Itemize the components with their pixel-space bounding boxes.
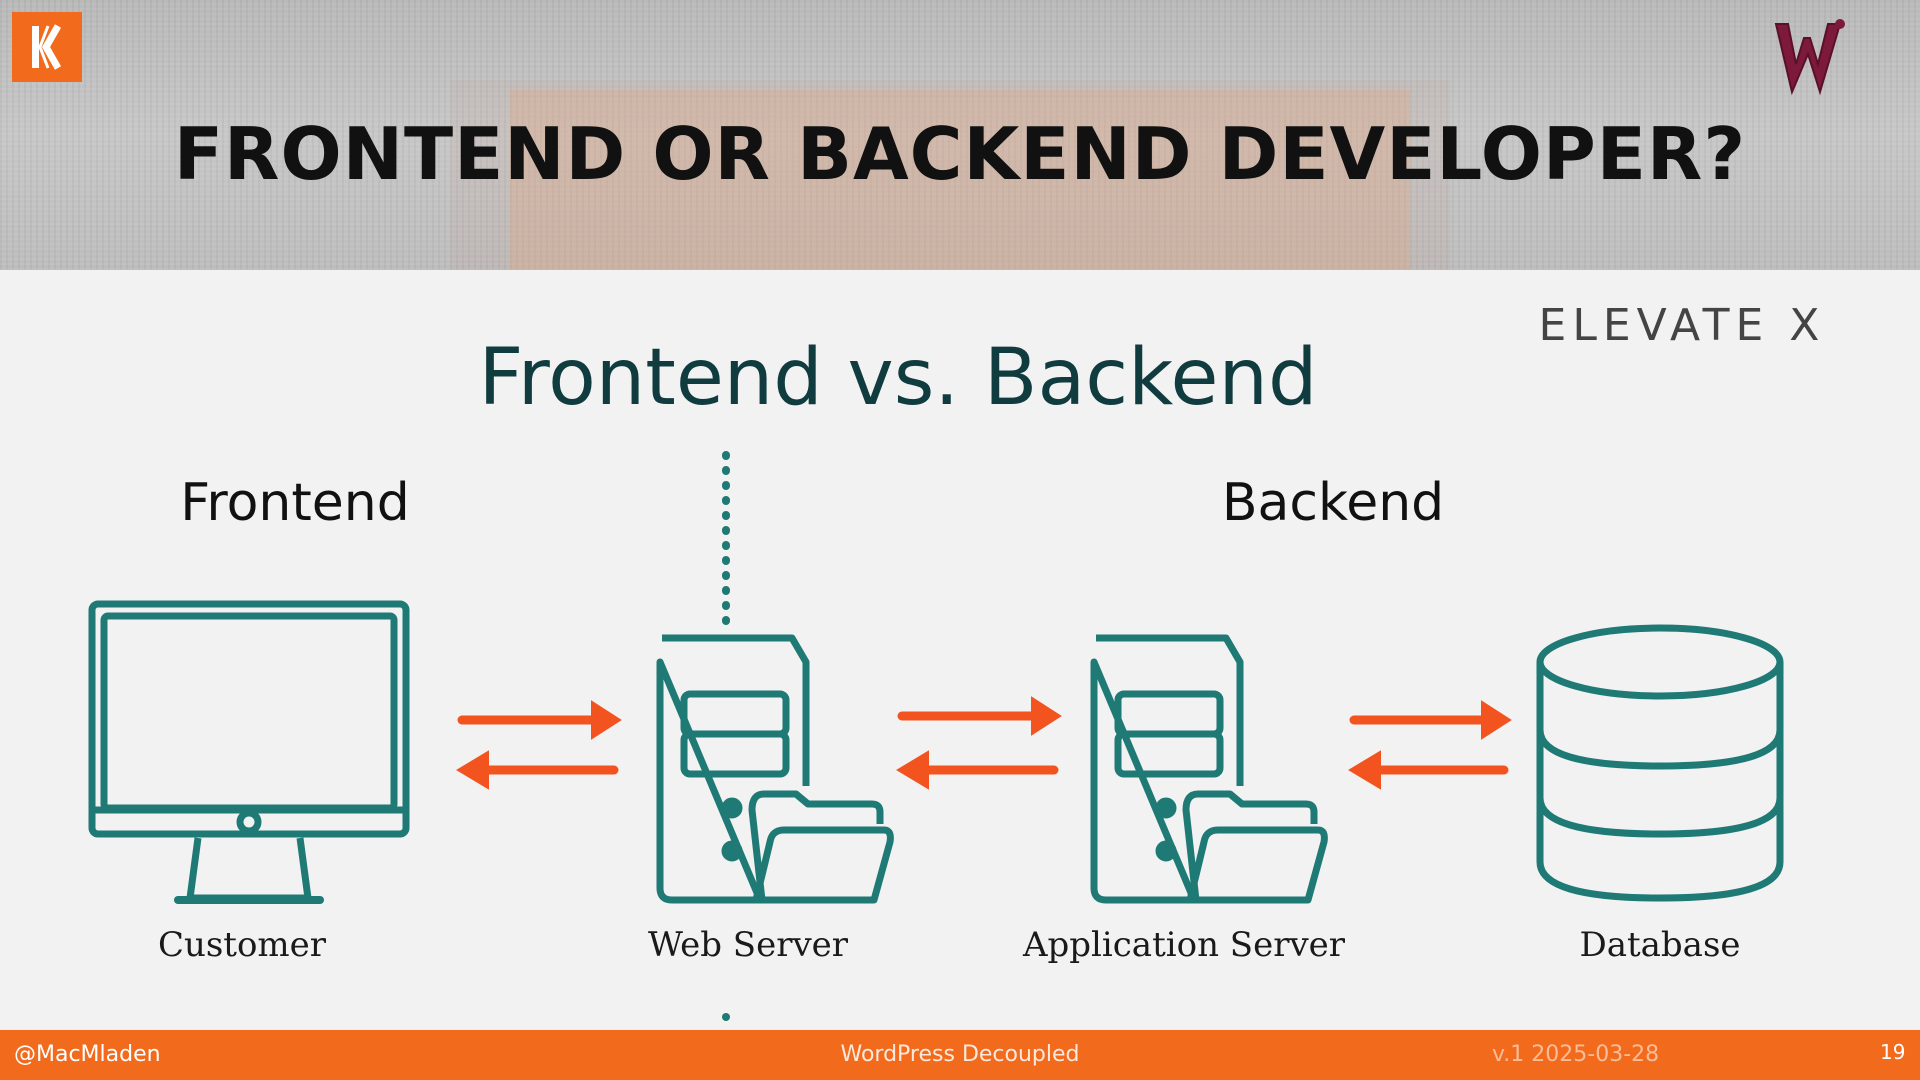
frontend-backend-diagram: Frontend vs. Backend ELEVATE X Frontend … — [88, 300, 1826, 1021]
slide-title: FRONTEND OR BACKEND DEVELOPER? — [173, 112, 1747, 196]
node-label-database: Database — [1579, 925, 1740, 965]
node-label-application-server: Application Server — [1022, 925, 1346, 965]
slide-header: FRONTEND OR BACKEND DEVELOPER? — [0, 0, 1920, 270]
web-server-icon — [656, 634, 894, 904]
database-icon — [1536, 624, 1784, 902]
header-background-glow — [450, 80, 1450, 270]
footer-presentation-title: WordPress Decoupled — [840, 1042, 1080, 1067]
arrows-webserver-appserver — [896, 696, 1062, 790]
page-number: 19 — [1880, 1040, 1906, 1064]
frontend-heading: Frontend — [180, 473, 409, 533]
diagram-image: Frontend vs. Backend ELEVATE X Frontend … — [0, 270, 1920, 1030]
w-logo-icon — [1770, 12, 1860, 102]
node-label-customer: Customer — [158, 925, 327, 965]
application-server-icon — [1090, 634, 1328, 904]
slide-footer: @MacMladen WordPress Decoupled v.1 2025-… — [0, 1030, 1920, 1080]
backend-heading: Backend — [1222, 473, 1444, 533]
arrows-customer-webserver — [456, 700, 622, 790]
footer-version: v.1 2025-03-28 — [1492, 1042, 1660, 1067]
footer-handle: @MacMladen — [14, 1042, 161, 1067]
divider-dot — [722, 1013, 730, 1021]
header-background-shape — [510, 90, 1410, 270]
brand-logo-text: ELEVATE X — [1539, 300, 1826, 351]
diagram-title: Frontend vs. Backend — [479, 333, 1318, 423]
monitor-icon — [88, 600, 410, 904]
arrows-appserver-database — [1348, 700, 1512, 790]
k-logo-icon — [12, 12, 82, 82]
node-label-web-server: Web Server — [648, 925, 849, 965]
